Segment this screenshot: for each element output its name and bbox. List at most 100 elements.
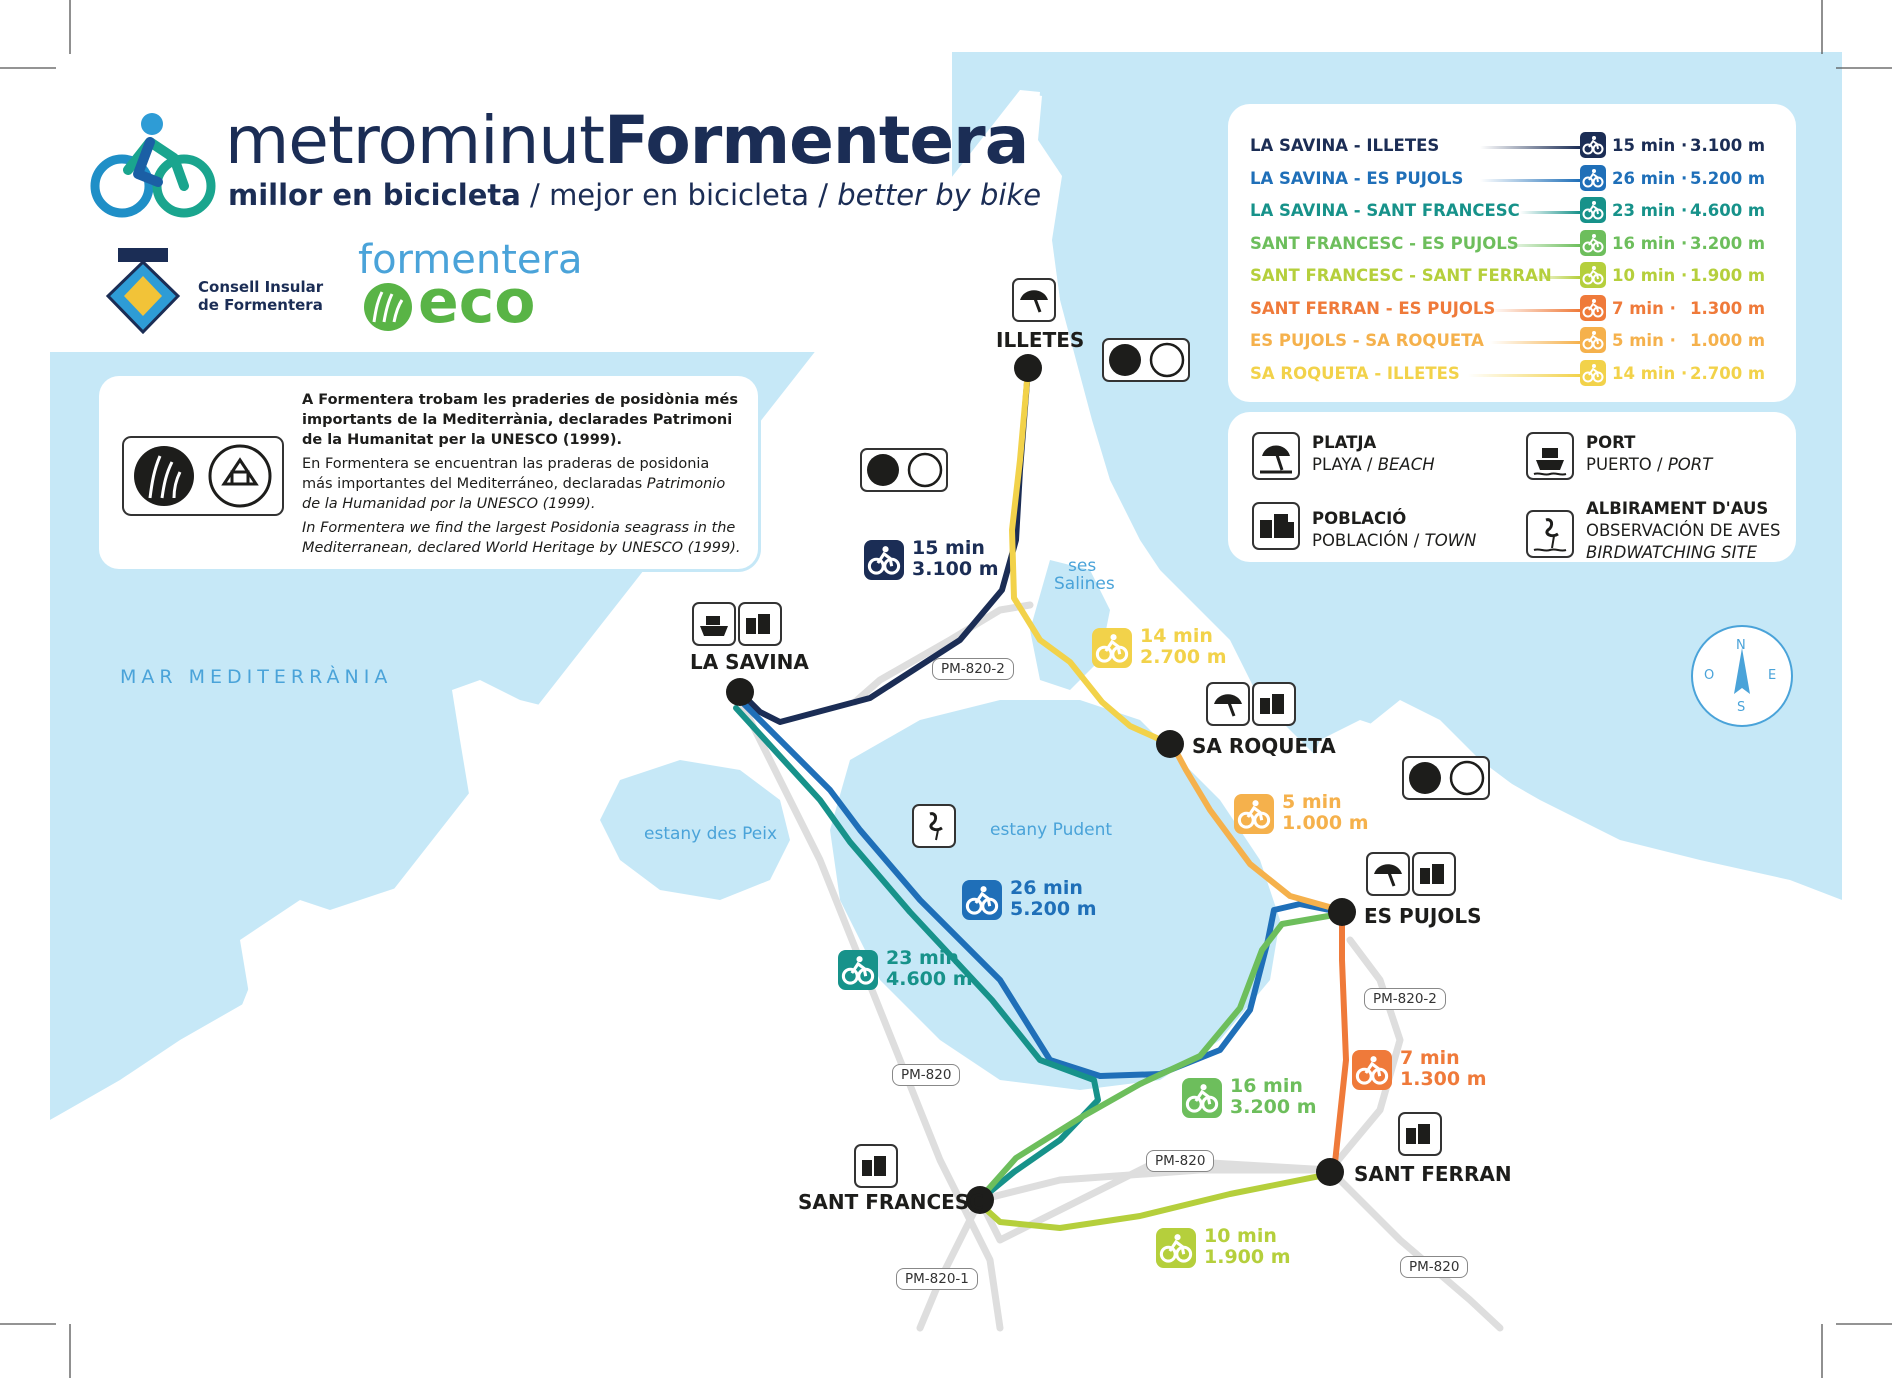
route-savina-pujols xyxy=(737,697,1343,1079)
route-map-distance: 1.000 m xyxy=(1282,812,1369,834)
posidonia-info-text: A Formentera trobam les praderies de pos… xyxy=(302,392,741,556)
place-pujols: ES PUJOLS xyxy=(1364,904,1482,928)
route-legend-line xyxy=(1530,276,1580,279)
eco-logo-top: formentera xyxy=(358,237,583,283)
bike-icon xyxy=(1090,628,1134,668)
bike-icon xyxy=(1580,164,1606,191)
place-illetes: ILLETES xyxy=(996,328,1085,352)
route-map-distance: 3.200 m xyxy=(1230,1096,1317,1118)
beach-town-icons xyxy=(1366,852,1456,896)
place-roqueta: SA ROQUETA xyxy=(1192,734,1336,758)
road-sign: PM-820 xyxy=(892,1064,961,1086)
salines-label-1: ses xyxy=(1068,556,1097,576)
route-legend-line xyxy=(1468,373,1580,377)
dot-ferran xyxy=(1316,1158,1344,1186)
route-legend-name: LA SAVINA - SANT FRANCESC xyxy=(1250,201,1520,220)
road-sign: PM-820 xyxy=(1400,1256,1469,1278)
bike-icon xyxy=(1580,229,1606,256)
road-sign: PM-820-2 xyxy=(932,658,1014,680)
route-map-distance: 3.100 m xyxy=(912,558,999,580)
route-legend-time: 5 min · xyxy=(1612,331,1676,350)
place-ferran: SANT FERRAN xyxy=(1354,1162,1512,1186)
route-legend-row: SANT FRANCESC - SANT FERRAN 10 min ·1.900… xyxy=(1250,262,1780,288)
salines-label-2: Salines xyxy=(1054,574,1115,594)
port-town-icons xyxy=(692,602,782,646)
bike-icon xyxy=(1580,197,1606,223)
bike-icon xyxy=(1232,794,1276,834)
route-pujols-roqueta xyxy=(1169,741,1343,913)
route-map-time: 16 min xyxy=(1230,1075,1303,1097)
route-francesc-ferran xyxy=(977,1171,1333,1231)
route-map-time: 15 min xyxy=(912,537,985,559)
route-legend-distance: 4.600 m xyxy=(1690,201,1766,220)
route-map-time: 10 min xyxy=(1204,1225,1277,1247)
bike-icon xyxy=(1580,294,1606,321)
route-legend-distance: 2.700 m xyxy=(1690,363,1766,383)
route-legend-name: SANT FRANCESC - SANT FERRAN xyxy=(1250,266,1552,285)
route-legend-name: SANT FRANCESC - ES PUJOLS xyxy=(1250,233,1519,253)
road-sign: PM-820 xyxy=(1146,1150,1215,1172)
route-legend-time: 7 min · xyxy=(1612,298,1676,318)
route-legend-line xyxy=(1490,308,1580,312)
town-building-icon xyxy=(854,1144,898,1188)
route-map-time: 5 min xyxy=(1282,791,1342,813)
salines xyxy=(1030,560,1110,690)
eco-logo-bottom: eco xyxy=(418,267,536,337)
posidonia-unesco-icon xyxy=(1402,756,1490,800)
lake-label-pudent: estany Pudent xyxy=(990,820,1113,840)
symbols-legend xyxy=(1232,416,1792,558)
flamingo-birdwatch-icon xyxy=(912,804,956,848)
route-legend-distance: 3.200 m xyxy=(1690,233,1766,253)
town-building-icon xyxy=(1252,502,1300,550)
road-sign: PM-820-2 xyxy=(1364,988,1446,1010)
route-legend-distance: 1.000 m xyxy=(1690,331,1766,350)
route-legend-time: 26 min · xyxy=(1612,168,1688,188)
bike-icon xyxy=(1580,262,1606,288)
brand-tagline: millor en bicicleta / mejor en bicicleta… xyxy=(228,178,1042,212)
route-legend-line xyxy=(1500,243,1580,247)
route-legend-line xyxy=(1480,178,1580,182)
dot-savina xyxy=(726,678,754,706)
route-map-time: 26 min xyxy=(1010,877,1083,899)
route-francesc-pujols xyxy=(981,911,1343,1197)
posidonia-unesco-icon xyxy=(122,436,284,516)
bike-icon xyxy=(1580,327,1606,353)
route-map-distance: 5.200 m xyxy=(1010,898,1097,920)
beach-umbrella-icon xyxy=(1012,278,1056,322)
dot-pujols xyxy=(1328,898,1356,926)
route-legend-distance: 5.200 m xyxy=(1690,168,1766,188)
place-francesc: SANT FRANCESC xyxy=(798,1190,984,1214)
route-legend-name: LA SAVINA - ES PUJOLS xyxy=(1250,168,1464,188)
place-savina: LA SAVINA xyxy=(690,650,809,674)
route-legend-distance: 1.300 m xyxy=(1690,298,1766,318)
bike-icon xyxy=(1580,359,1606,386)
route-legend-time: 23 min · xyxy=(1612,201,1688,220)
dot-roqueta xyxy=(1156,730,1184,758)
route-legend-row: LA SAVINA - SANT FRANCESC 23 min ·4.600 m xyxy=(1250,197,1780,223)
route-map-time: 14 min xyxy=(1140,625,1213,647)
route-map-distance: 1.900 m xyxy=(1204,1246,1291,1268)
compass-n: N xyxy=(1736,638,1746,653)
route-legend-line xyxy=(1480,146,1580,149)
legend-beach: PLATJA PLAYA / BEACH xyxy=(1312,433,1435,474)
route-map-distance: 2.700 m xyxy=(1140,646,1227,668)
route-legend-distance: 1.900 m xyxy=(1690,266,1766,285)
ferry-port-icon xyxy=(1526,432,1574,480)
dot-francesc xyxy=(966,1186,994,1214)
bike-icon xyxy=(862,540,906,580)
route-legend-time: 10 min · xyxy=(1612,266,1688,285)
lake-label-peix: estany des Peix xyxy=(644,824,778,844)
bike-icon xyxy=(836,950,880,990)
bike-icon xyxy=(1580,132,1606,158)
flamingo-birdwatch-icon xyxy=(1526,510,1574,558)
